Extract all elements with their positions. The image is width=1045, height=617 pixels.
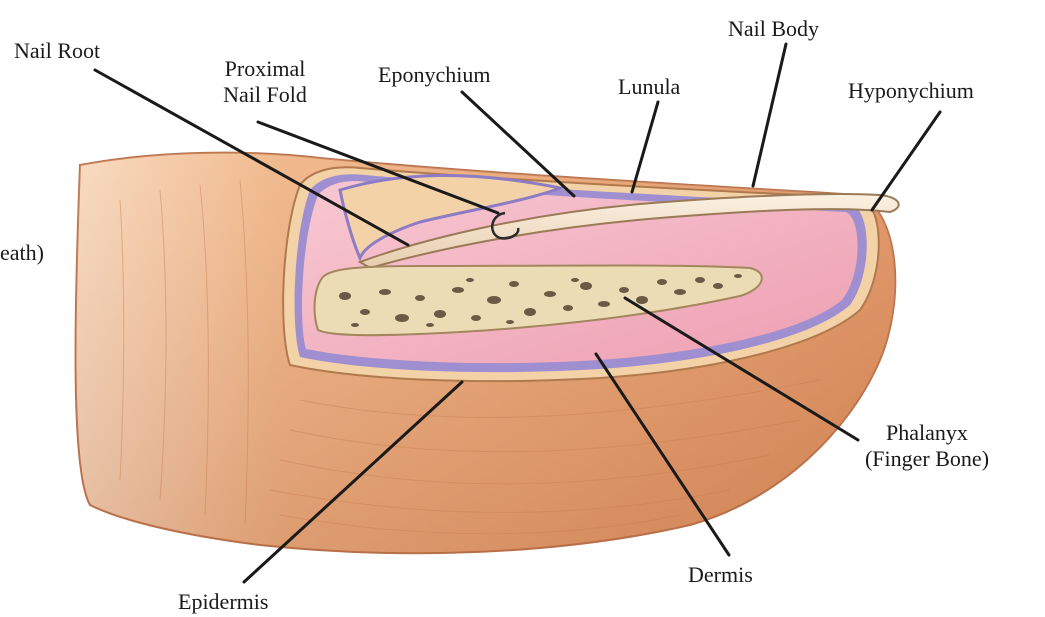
label-phalanyx: Phalanyx (Finger Bone) [832, 420, 1022, 472]
label-proximal-nail-fold: Proximal Nail Fold [205, 56, 325, 108]
leader-lunula [632, 102, 658, 192]
label-phalanyx-line1: Phalanyx [832, 420, 1022, 446]
label-dermis: Dermis [688, 562, 753, 588]
label-phalanyx-line2: (Finger Bone) [832, 446, 1022, 472]
label-sheath-fragment: eath) [0, 240, 44, 266]
label-eponychium: Eponychium [378, 62, 490, 88]
label-proximal-nail-fold-line2: Nail Fold [205, 82, 325, 108]
leader-hyponychium [872, 112, 940, 210]
label-proximal-nail-fold-line1: Proximal [205, 56, 325, 82]
label-epidermis: Epidermis [178, 589, 268, 615]
label-nail-body: Nail Body [728, 16, 819, 42]
label-nail-root: Nail Root [14, 38, 100, 64]
label-lunula: Lunula [618, 74, 680, 100]
label-hyponychium: Hyponychium [848, 78, 974, 104]
leader-nail-body [753, 44, 786, 186]
